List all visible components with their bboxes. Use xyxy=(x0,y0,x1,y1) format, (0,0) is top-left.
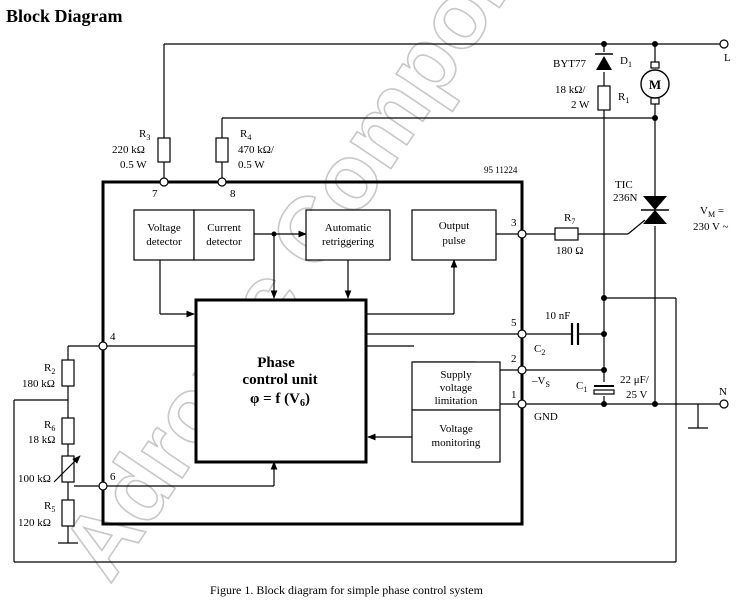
pin-3: 3 xyxy=(511,217,517,229)
svg-text:L: L xyxy=(724,52,731,64)
pin-1: 1 xyxy=(511,389,517,401)
voltage-detector-block: Voltage detector xyxy=(133,209,195,261)
svg-text:Current: Current xyxy=(207,222,241,234)
svg-text:R6: R6 xyxy=(44,419,55,433)
current-detector-block: Current detector xyxy=(193,209,255,261)
svg-text:D1: D1 xyxy=(620,55,632,69)
svg-text:Voltage: Voltage xyxy=(439,423,473,435)
svg-text:R7: R7 xyxy=(564,212,575,226)
svg-text:10 nF: 10 nF xyxy=(545,310,570,322)
svg-text:220 kΩ: 220 kΩ xyxy=(112,144,145,156)
capacitor-c2: 10 nF C2 xyxy=(534,310,580,357)
wiring xyxy=(13,43,720,563)
terminal-l: L xyxy=(719,39,731,64)
svg-text:100 kΩ: 100 kΩ xyxy=(18,473,51,485)
terminal-n: N xyxy=(719,386,729,409)
phase-control-unit-block: Phase control unit φ = f (V6) xyxy=(194,298,368,464)
voltage-monitoring-block: Voltage monitoring xyxy=(411,409,501,463)
svg-text:Supply: Supply xyxy=(440,369,472,381)
resistor-r2: R2 180 kΩ xyxy=(22,359,75,390)
svg-text:C1: C1 xyxy=(576,380,587,394)
figure-code: 95 11224 xyxy=(484,165,518,175)
svg-text:φ = f (V6): φ = f (V6) xyxy=(250,391,310,409)
pin-5: 5 xyxy=(511,317,517,329)
svg-text:voltage: voltage xyxy=(440,382,472,394)
output-pulse-block: Output pulse xyxy=(411,209,497,261)
svg-text:R2: R2 xyxy=(44,362,55,376)
svg-text:VM =: VM = xyxy=(700,205,724,219)
automatic-retriggering-block: Automatic retriggering xyxy=(305,209,391,261)
pin-6: 6 xyxy=(110,471,116,483)
svg-text:18 kΩ: 18 kΩ xyxy=(28,434,55,446)
svg-text:R4: R4 xyxy=(240,128,251,142)
svg-text:180 kΩ: 180 kΩ xyxy=(22,378,55,390)
diode-d1: BYT77 D1 xyxy=(553,53,632,70)
pin-4: 4 xyxy=(110,331,116,343)
resistor-r1: 18 kΩ/ 2 W R1 xyxy=(555,84,629,111)
svg-text:M: M xyxy=(649,77,661,92)
svg-text:25 V: 25 V xyxy=(626,389,648,401)
svg-text:0.5 W: 0.5 W xyxy=(120,159,147,171)
supply-voltage-limitation-block: Supply voltage limitation xyxy=(411,361,501,411)
pins: 7 8 3 5 2 1 4 6 xyxy=(98,177,527,491)
motor: M xyxy=(640,61,670,105)
svg-text:470 kΩ/: 470 kΩ/ xyxy=(238,144,275,156)
resistor-r3: R3 220 kΩ 0.5 W xyxy=(112,128,171,171)
ic-package xyxy=(101,180,524,526)
resistor-r5: R5 120 kΩ xyxy=(18,499,75,529)
page-title: Block Diagram xyxy=(6,6,123,26)
svg-text:0.5 W: 0.5 W xyxy=(238,159,265,171)
svg-text:retriggering: retriggering xyxy=(322,236,374,248)
triac-tic236n: TIC 236N xyxy=(613,179,669,224)
svg-text:C2: C2 xyxy=(534,343,545,357)
svg-text:pulse: pulse xyxy=(442,235,465,247)
svg-text:Automatic: Automatic xyxy=(325,222,372,234)
resistor-r6: R6 18 kΩ xyxy=(28,417,75,446)
potentiometer: 100 kΩ xyxy=(18,455,81,485)
svg-text:R5: R5 xyxy=(44,500,55,514)
svg-text:BYT77: BYT77 xyxy=(553,58,587,70)
svg-text:R3: R3 xyxy=(139,128,150,142)
svg-text:N: N xyxy=(719,386,727,398)
svg-text:18 kΩ/: 18 kΩ/ xyxy=(555,84,586,96)
svg-text:detector: detector xyxy=(206,236,242,248)
svg-text:monitoring: monitoring xyxy=(432,437,481,449)
svg-text:120 kΩ: 120 kΩ xyxy=(18,517,51,529)
vs-label: –VS xyxy=(531,375,550,389)
svg-text:TIC: TIC xyxy=(615,179,633,191)
capacitor-c1: C1 22 μF/ 25 V xyxy=(576,374,650,401)
junction-dots xyxy=(271,41,658,407)
vm-label: VM = 230 V ~ xyxy=(693,205,729,233)
resistor-r7: R7 180 Ω xyxy=(554,212,583,257)
svg-text:R1: R1 xyxy=(618,91,629,105)
svg-text:Phase: Phase xyxy=(257,355,295,371)
svg-text:control unit: control unit xyxy=(242,372,317,388)
pin-7: 7 xyxy=(152,188,158,200)
svg-text:detector: detector xyxy=(146,236,182,248)
svg-text:Voltage: Voltage xyxy=(147,222,181,234)
figure-caption: Figure 1. Block diagram for simple phase… xyxy=(210,583,484,597)
svg-text:2 W: 2 W xyxy=(571,99,590,111)
svg-text:180 Ω: 180 Ω xyxy=(556,245,583,257)
svg-text:Output: Output xyxy=(439,220,470,232)
svg-text:limitation: limitation xyxy=(435,395,478,407)
svg-text:230 V ~: 230 V ~ xyxy=(693,221,729,233)
resistor-r4: R4 470 kΩ/ 0.5 W xyxy=(215,128,275,171)
svg-text:236N: 236N xyxy=(613,192,638,204)
svg-text:22 μF/: 22 μF/ xyxy=(620,374,650,386)
pin-2: 2 xyxy=(511,353,517,365)
gnd-label: GND xyxy=(534,411,558,423)
pin-8: 8 xyxy=(230,188,236,200)
